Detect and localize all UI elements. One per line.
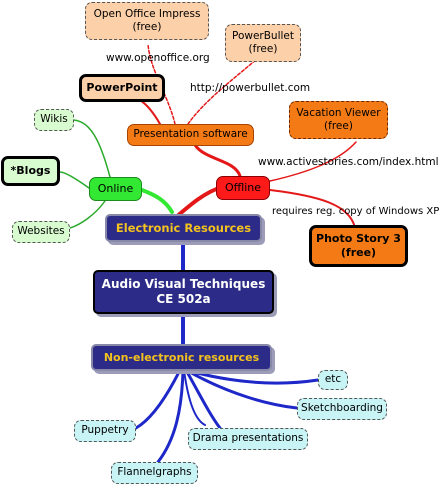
label-powerbullet-url: http://powerbullet.com xyxy=(190,82,311,94)
link-nonelectronic-flannel xyxy=(156,368,185,464)
node-open-office-impress[interactable]: Open Office Impress (free) xyxy=(85,2,209,40)
link-online-blogs xyxy=(59,171,90,189)
node-electronic-resources[interactable]: Electronic Resources xyxy=(105,214,262,242)
link-presentation-powerbullet xyxy=(187,57,259,125)
label-openoffice-url: www.openoffice.org xyxy=(106,52,210,64)
node-powerbullet[interactable]: PowerBullet (free) xyxy=(225,24,301,62)
node-websites[interactable]: Websites xyxy=(12,221,70,243)
label-requires-windows: requires reg. copy of Windows XP xyxy=(272,206,440,217)
link-presentation-impress xyxy=(147,43,176,125)
node-flannelgraphs[interactable]: Flannelgraphs xyxy=(111,462,198,484)
node-powerpoint[interactable]: PowerPoint xyxy=(79,74,165,102)
link-online-websites xyxy=(69,200,106,229)
link-offline-vacation xyxy=(269,141,357,182)
node-blogs[interactable]: *Blogs xyxy=(1,156,60,186)
label-activestories-url: www.activestories.com/index.html xyxy=(258,156,439,168)
link-nonelectronic-etc xyxy=(184,368,320,385)
link-online-wikis xyxy=(71,119,111,178)
node-sketchboarding[interactable]: Sketchboarding xyxy=(297,398,387,420)
link-nonelectronic-extra xyxy=(183,369,206,426)
link-offline-presentation xyxy=(193,143,242,178)
link-offline-photostory xyxy=(269,189,356,229)
node-vacation-viewer[interactable]: Vacation Viewer (free) xyxy=(289,101,388,139)
node-non-electronic-resources[interactable]: Non-electronic resources xyxy=(91,344,272,371)
node-wikis[interactable]: Wikis xyxy=(34,109,74,131)
link-electronic-online xyxy=(140,188,174,214)
link-nonelectronic-sketch xyxy=(184,368,299,410)
node-photo-story[interactable]: Photo Story 3 (free) xyxy=(309,225,408,267)
node-offline[interactable]: Offline xyxy=(216,176,270,200)
central-topic[interactable]: Audio Visual Techniques CE 502a xyxy=(93,270,274,314)
link-nonelectronic-drama xyxy=(184,368,222,430)
node-online[interactable]: Online xyxy=(89,177,142,201)
node-presentation-software[interactable]: Presentation software xyxy=(127,124,254,146)
link-presentation-powerpoint xyxy=(139,99,161,125)
link-nonelectronic-puppetry xyxy=(134,368,182,430)
node-drama-presentations[interactable]: Drama presentations xyxy=(188,428,308,450)
node-puppetry[interactable]: Puppetry xyxy=(74,420,136,442)
node-etc[interactable]: etc xyxy=(318,370,348,390)
